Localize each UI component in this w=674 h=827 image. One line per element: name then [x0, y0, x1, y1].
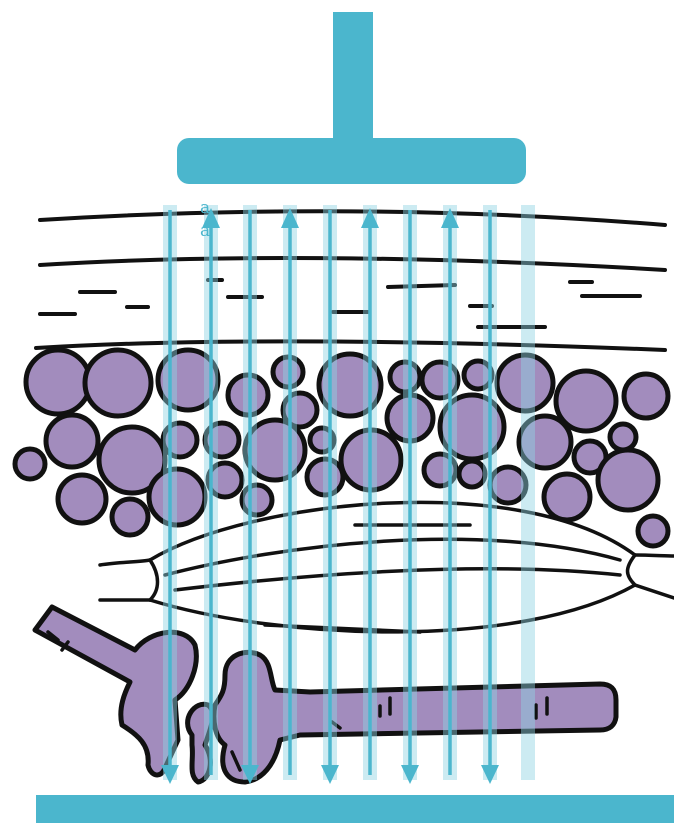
- fat-cell: [58, 475, 106, 523]
- fat-cell: [46, 415, 98, 467]
- fat-cell: [638, 516, 668, 546]
- fat-cell: [610, 424, 636, 450]
- transducer-probe: [177, 12, 526, 184]
- skin-layer: [36, 211, 665, 350]
- fat-cell: [112, 499, 148, 535]
- fat-cell: [85, 350, 151, 416]
- fat-layer: [15, 350, 668, 546]
- fat-cell: [544, 474, 590, 520]
- fat-cell: [459, 461, 485, 487]
- fat-cell: [598, 450, 658, 510]
- label-a-top: a: [200, 200, 210, 217]
- receiver-plate: [36, 795, 674, 823]
- probe-head: [177, 138, 526, 184]
- fat-cell: [26, 350, 90, 414]
- label-a-bottom: a: [200, 223, 210, 240]
- fat-cell: [15, 449, 45, 479]
- probe-handle: [333, 12, 373, 147]
- fat-cell: [624, 374, 668, 418]
- beam-band: [521, 205, 535, 780]
